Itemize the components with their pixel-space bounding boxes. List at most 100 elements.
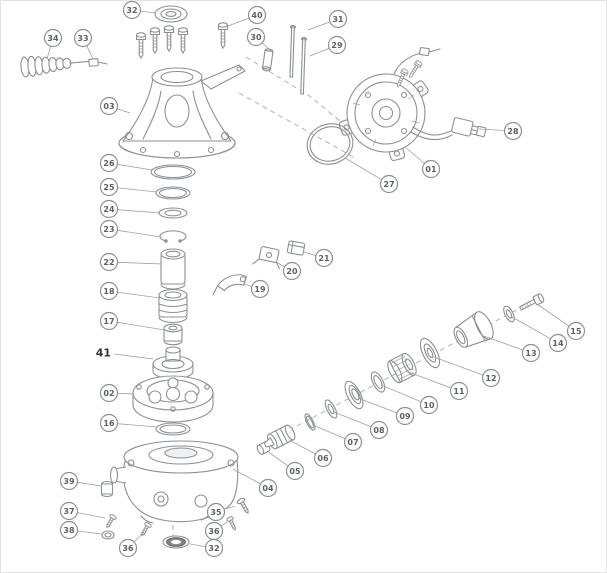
svg-text:41: 41 (96, 347, 111, 360)
part-rotor-41 (152, 346, 194, 380)
part-piston (263, 424, 296, 450)
svg-text:19: 19 (254, 285, 266, 294)
svg-text:33: 33 (77, 34, 88, 43)
svg-text:31: 31 (332, 15, 344, 24)
svg-text:04: 04 (262, 484, 274, 493)
svg-text:32: 32 (126, 6, 137, 15)
svg-text:26: 26 (103, 159, 115, 168)
part-top-bearing-cap (154, 5, 188, 23)
callout-19: 19 (243, 279, 270, 299)
callout-31: 31 (307, 9, 348, 31)
svg-text:30: 30 (250, 33, 262, 42)
callout-20: 20 (275, 261, 302, 281)
svg-text:16: 16 (103, 419, 115, 428)
part-screw-37 (103, 513, 118, 530)
part-piston-sleeve (160, 248, 186, 290)
callout-07: 07 (312, 424, 363, 452)
part-piston-cup (453, 311, 494, 348)
part-plug-39 (100, 480, 114, 498)
svg-text:38: 38 (63, 526, 75, 535)
svg-text:32: 32 (208, 544, 219, 553)
svg-text:40: 40 (251, 11, 263, 20)
callout-03: 03 (99, 96, 131, 116)
part-cover-bolts (135, 22, 229, 59)
svg-text:14: 14 (552, 339, 564, 348)
part-drive-motor (338, 47, 453, 162)
callout-33: 33 (73, 28, 94, 60)
callout-11: 11 (405, 370, 469, 401)
svg-text:29: 29 (331, 41, 343, 50)
callout-30: 30 (246, 27, 272, 52)
callout-36: 36 (118, 531, 145, 558)
svg-text:07: 07 (347, 438, 358, 447)
svg-text:13: 13 (525, 349, 536, 358)
callout-39: 39 (59, 471, 102, 491)
svg-text:06: 06 (317, 454, 329, 463)
svg-text:25: 25 (103, 183, 115, 192)
callout-09: 09 (357, 397, 415, 426)
callout-14: 14 (511, 316, 568, 353)
part-grommet-38 (101, 530, 115, 540)
callout-17: 17 (99, 311, 166, 331)
callout-05: 05 (266, 450, 305, 481)
svg-text:34: 34 (47, 34, 59, 43)
part-bushing-17 (163, 323, 183, 346)
part-fitting-33 (88, 58, 108, 67)
callout-12: 12 (433, 356, 501, 388)
callout-02: 02 (99, 383, 135, 403)
svg-text:08: 08 (373, 426, 385, 435)
callout-23: 23 (99, 219, 162, 239)
callout-04: 04 (232, 468, 278, 498)
svg-text:18: 18 (103, 287, 115, 296)
part-splined-coupling (387, 352, 417, 384)
callout-32: 32 (122, 1, 157, 20)
part-washer-24 (158, 207, 188, 219)
part-bottom-seal (162, 535, 190, 549)
part-valve-cover (118, 64, 246, 159)
part-lever-clip (212, 274, 247, 296)
svg-text:35: 35 (210, 508, 222, 517)
svg-text:36: 36 (208, 527, 220, 536)
part-long-screw-31 (289, 25, 297, 78)
part-bolt-15 (519, 293, 545, 311)
svg-text:15: 15 (570, 327, 582, 336)
part-body-oring-16 (155, 422, 191, 436)
callout-22: 22 (99, 252, 163, 272)
part-switch-21 (286, 240, 306, 256)
callout-40: 40 (227, 5, 267, 27)
svg-text:37: 37 (63, 507, 74, 516)
callout-36: 36 (204, 521, 228, 541)
svg-text:20: 20 (286, 267, 298, 276)
callout-10: 10 (380, 384, 439, 415)
part-screw-36b (225, 515, 239, 532)
svg-text:39: 39 (63, 477, 75, 486)
callout-35: 35 (206, 502, 236, 522)
callout-13: 13 (480, 334, 541, 363)
part-bolt-35 (235, 496, 252, 516)
part-standoff-tube (261, 48, 274, 72)
callout-38: 38 (59, 520, 103, 540)
axis-lines (172, 56, 544, 537)
part-cover-oring (306, 123, 354, 165)
callout-32: 32 (189, 538, 224, 558)
svg-text:10: 10 (423, 401, 435, 410)
callout-06: 06 (288, 439, 333, 468)
part-gear-plate (132, 375, 214, 423)
part-ring-10 (370, 371, 386, 393)
svg-text:22: 22 (103, 258, 114, 267)
part-oring-25 (155, 186, 191, 200)
callout-37: 37 (59, 501, 106, 521)
part-washer-12 (419, 337, 441, 369)
callout-29: 29 (309, 35, 347, 57)
svg-text:24: 24 (103, 205, 115, 214)
callout-27: 27 (344, 157, 399, 194)
part-long-screw-29 (300, 37, 308, 95)
callout-08: 08 (333, 411, 389, 440)
part-valve-body (109, 440, 239, 524)
svg-text:03: 03 (103, 102, 114, 111)
part-wire-connector (451, 117, 487, 138)
svg-text:21: 21 (318, 254, 330, 263)
part-spring-boot (20, 55, 90, 78)
